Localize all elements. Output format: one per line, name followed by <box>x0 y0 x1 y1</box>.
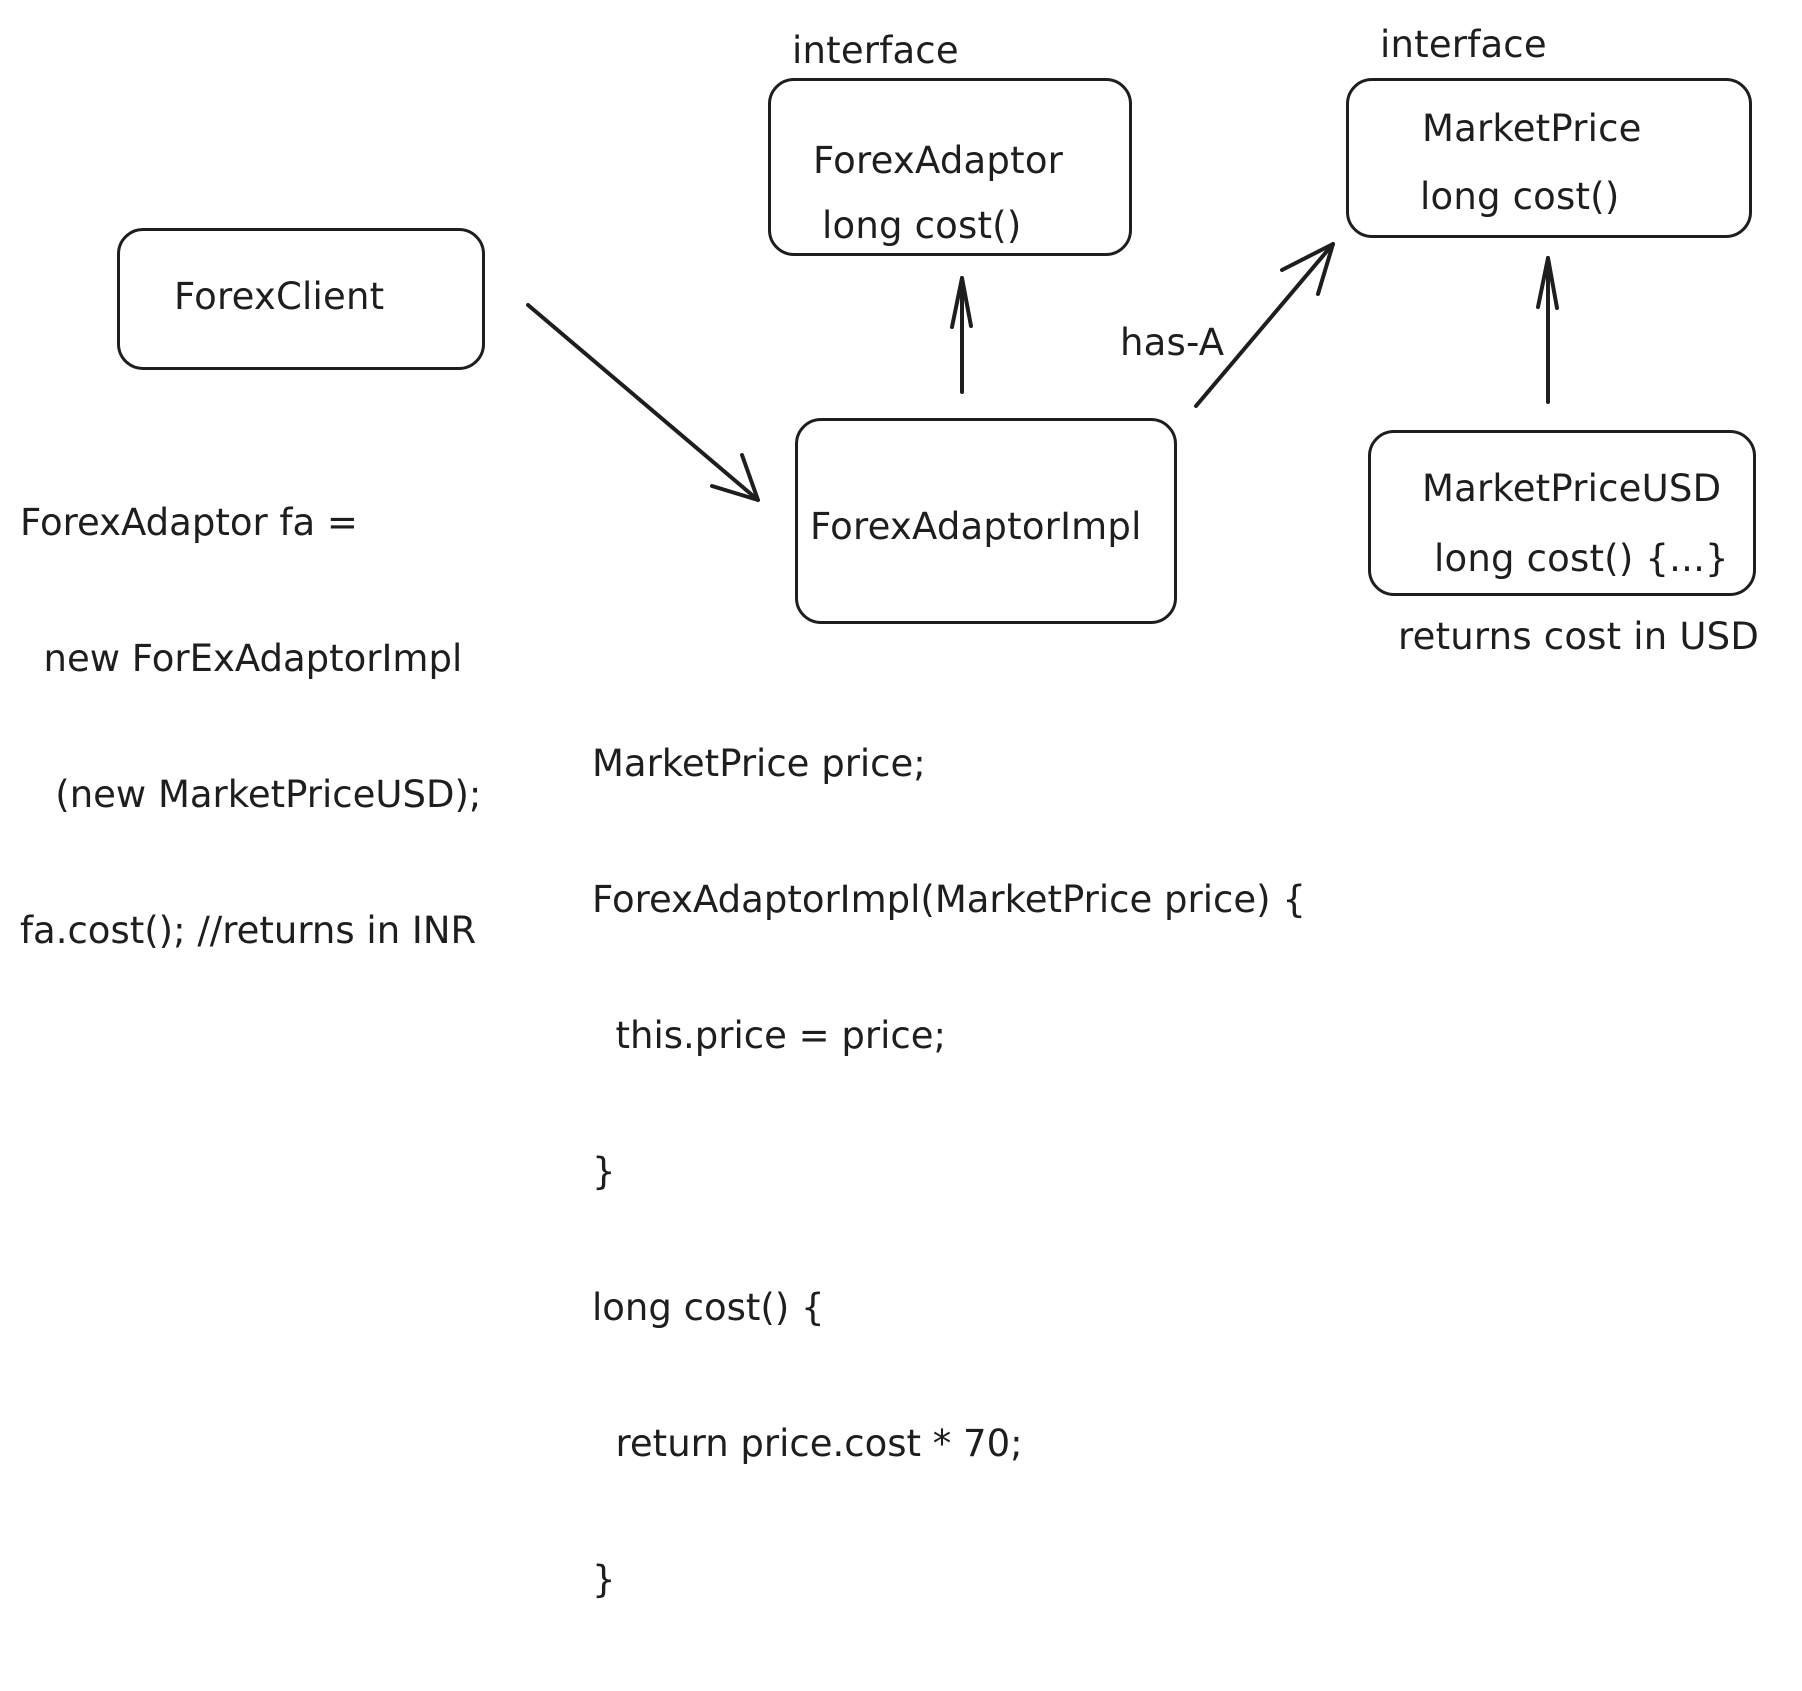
edge-label-has-a: has-A <box>1120 321 1225 364</box>
code-line: return price.cost * 70; <box>592 1422 1023 1465</box>
node-title: ForexAdaptorImpl <box>810 505 1142 548</box>
code-line: } <box>592 1150 616 1193</box>
usd-note: returns cost in USD <box>1398 615 1760 658</box>
arrowhead-icon <box>1280 242 1335 296</box>
code-line: } <box>592 1558 616 1601</box>
diagram-canvas: ForexClient ForexAdaptor fa = new ForExA… <box>20 23 1760 1601</box>
code-line: ForexAdaptor fa = <box>20 501 358 544</box>
node-title: ForexAdaptor <box>813 139 1064 182</box>
arrowhead-icon <box>950 276 973 329</box>
code-line: this.price = price; <box>592 1014 946 1057</box>
arrowhead-icon <box>710 453 760 502</box>
node-forex-adaptor-impl[interactable] <box>795 418 1177 624</box>
stereotype-label: interface <box>1380 23 1547 66</box>
node-title: MarketPrice <box>1422 107 1642 150</box>
impl-code-note: MarketPrice price; ForexAdaptorImpl(Mark… <box>592 653 1306 1691</box>
edge-usd-to-market-price <box>1536 256 1559 404</box>
node-market-price-usd[interactable] <box>1368 430 1756 596</box>
code-line: ForexAdaptorImpl(MarketPrice price) { <box>592 878 1306 921</box>
node-title: MarketPriceUSD <box>1422 467 1722 510</box>
node-method: long cost() <box>822 204 1022 247</box>
client-code-note: ForexAdaptor fa = new ForExAdaptorImpl (… <box>20 412 481 1042</box>
edge-impl-to-forex-adaptor <box>950 276 973 394</box>
code-line: new ForExAdaptorImpl <box>20 637 463 680</box>
edge-line <box>1194 242 1335 408</box>
edge-line <box>526 303 760 502</box>
code-line: fa.cost(); //returns in INR <box>20 909 477 952</box>
node-forex-client[interactable] <box>117 228 485 370</box>
node-forex-adaptor[interactable] <box>768 78 1132 256</box>
stereotype-label: interface <box>792 29 959 72</box>
node-market-price[interactable] <box>1346 78 1752 238</box>
edges-layer <box>526 242 1559 502</box>
edge-impl-to-market-price <box>1194 242 1335 408</box>
code-line: long cost() { <box>592 1286 825 1329</box>
arrowhead-icon <box>1536 256 1559 310</box>
node-method: long cost() <box>1420 175 1620 218</box>
code-line: (new MarketPriceUSD); <box>20 773 482 816</box>
edge-client-to-impl <box>526 303 760 502</box>
node-method: long cost() {...} <box>1434 537 1729 580</box>
node-title: ForexClient <box>174 275 385 318</box>
code-line: MarketPrice price; <box>592 742 926 785</box>
